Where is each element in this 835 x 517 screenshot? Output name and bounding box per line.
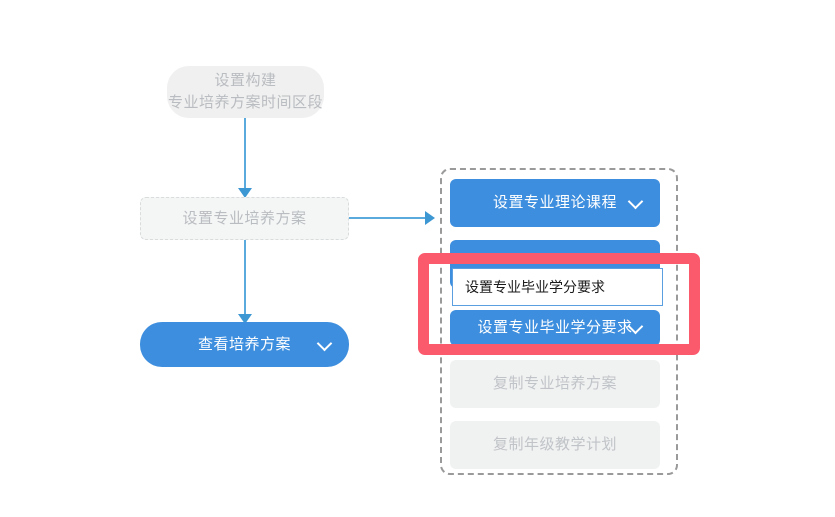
chevron-down-icon[interactable] xyxy=(319,338,331,350)
node-view-plan[interactable]: 查看培养方案 xyxy=(140,322,349,367)
right-group-panel xyxy=(440,168,678,475)
node-set-theory-course-label: 设置专业理论课程 xyxy=(492,194,617,212)
node-copy-major-plan-label: 复制专业培养方案 xyxy=(492,375,617,393)
tooltip-text: 设置专业毕业学分要求 xyxy=(465,279,605,295)
connector-plan-to-group-arrowhead xyxy=(425,211,435,225)
node-view-plan-label: 查看培养方案 xyxy=(197,335,291,353)
chevron-down-icon[interactable] xyxy=(630,196,642,208)
node-set-major-plan[interactable]: 设置专业培养方案 xyxy=(140,197,349,240)
node-copy-grade-teaching-plan[interactable]: 复制年级教学计划 xyxy=(450,421,660,469)
node-set-graduation-credit[interactable]: 设置专业毕业学分要求 xyxy=(450,310,660,346)
connector-plan-to-view-line xyxy=(244,240,246,318)
node-set-build-period[interactable]: 设置构建 专业培养方案时间区段 xyxy=(167,66,324,118)
node-copy-major-plan[interactable]: 复制专业培养方案 xyxy=(450,360,660,408)
node-set-graduation-credit-label: 设置专业毕业学分要求 xyxy=(477,319,633,337)
connector-period-to-plan-line xyxy=(244,118,246,190)
node-set-theory-course[interactable]: 设置专业理论课程 xyxy=(450,179,660,227)
node-set-major-plan-label: 设置专业培养方案 xyxy=(182,209,307,227)
connector-period-to-plan-arrowhead xyxy=(238,188,252,198)
node-set-build-period-label: 设置构建 专业培养方案时间区段 xyxy=(167,72,323,111)
connector-plan-to-view-arrowhead xyxy=(238,314,252,324)
chevron-down-icon[interactable] xyxy=(630,321,642,333)
tooltip-set-graduation-credit: 设置专业毕业学分要求 xyxy=(452,268,663,306)
node-copy-grade-teaching-plan-label: 复制年级教学计划 xyxy=(492,436,617,454)
connector-plan-to-group-line xyxy=(349,217,427,219)
